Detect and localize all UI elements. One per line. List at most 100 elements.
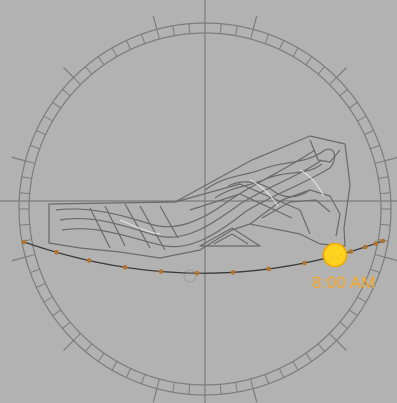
- building-ramp-inner: [189, 193, 293, 219]
- compass-tick: [235, 25, 238, 36]
- compass-spoke: [252, 388, 258, 403]
- compass-tick: [62, 321, 71, 329]
- compass-spoke: [384, 256, 397, 262]
- building-triangle: [199, 227, 261, 247]
- building-wave-1: [204, 148, 336, 191]
- hour-marker-dot: [348, 249, 354, 254]
- compass-spoke: [63, 340, 74, 351]
- compass-tick: [374, 160, 385, 164]
- compass-tick: [357, 296, 367, 303]
- building-ramp: [174, 183, 311, 235]
- building-triangle-inner: [213, 233, 249, 245]
- compass-degree-spokes: [11, 15, 397, 403]
- building-highlight-3: [119, 219, 161, 235]
- compass-tick: [380, 223, 391, 226]
- compass-tick: [85, 343, 93, 352]
- compass-tick: [264, 374, 270, 384]
- compass-tick: [25, 254, 36, 258]
- compass-tick: [111, 361, 118, 371]
- compass-spoke: [336, 340, 347, 351]
- compass-tick: [156, 29, 160, 40]
- compass-tick: [364, 282, 374, 289]
- compass-tick: [292, 361, 299, 371]
- hour-marker-dot: [21, 239, 27, 245]
- compass-tick: [25, 160, 36, 164]
- compass-tick: [374, 254, 385, 258]
- building-stripe-1: [89, 207, 111, 249]
- hour-marker-dot: [230, 270, 236, 275]
- sun-icon[interactable]: [322, 242, 348, 268]
- compass-tick: [317, 66, 325, 75]
- hour-marker-dot: [54, 250, 59, 255]
- compass-tick: [140, 34, 146, 44]
- compass-tick: [329, 333, 337, 341]
- compass-spoke: [11, 256, 26, 262]
- hour-marker-dot: [266, 266, 272, 272]
- compass-tick: [19, 192, 30, 195]
- compass-spoke: [11, 156, 26, 162]
- compass-ticks: [19, 23, 391, 395]
- compass-tick: [52, 101, 62, 109]
- compass-tick: [380, 192, 391, 195]
- compass-spoke: [63, 67, 74, 78]
- compass-spoke: [384, 156, 397, 162]
- hour-marker-dot: [86, 258, 92, 263]
- compass-spoke: [336, 67, 347, 78]
- compass-tick: [188, 23, 191, 34]
- compass-spoke: [252, 15, 258, 30]
- compass-tick: [292, 47, 299, 57]
- compass-tick: [329, 77, 337, 85]
- hour-marker-dot: [373, 241, 379, 246]
- compass-tick: [188, 384, 191, 395]
- compass-tick: [62, 89, 71, 97]
- compass-tick: [21, 176, 32, 179]
- building-model: [48, 135, 351, 259]
- compass-tick: [172, 382, 175, 393]
- hour-marker-dot: [302, 260, 307, 266]
- compass-spoke: [152, 15, 158, 30]
- building-wave-2: [214, 163, 323, 199]
- compass-tick: [235, 382, 238, 393]
- compass-tick: [219, 23, 222, 34]
- compass-tick: [305, 352, 313, 362]
- building-roof-contour-2: [59, 159, 323, 238]
- compass-tick: [348, 309, 358, 317]
- compass-tick: [30, 268, 40, 274]
- building-stripe-2: [104, 205, 126, 247]
- compass-tick: [125, 368, 132, 378]
- compass-tick: [36, 129, 46, 136]
- building-wave-3: [227, 181, 311, 198]
- compass-tick: [219, 384, 222, 395]
- hour-marker-dot: [362, 244, 368, 250]
- compass-tick: [172, 25, 175, 36]
- building-roof-contour-1: [55, 149, 316, 228]
- compass-tick: [52, 309, 62, 317]
- compass-tick: [73, 333, 81, 341]
- compass-tick: [357, 115, 367, 122]
- compass-tick: [339, 321, 348, 329]
- compass-tick: [250, 378, 254, 389]
- compass-tick: [97, 352, 105, 362]
- compass-tick: [378, 176, 389, 179]
- compass-tick: [370, 268, 380, 274]
- compass-tick: [97, 56, 105, 66]
- compass-tick: [364, 129, 374, 136]
- compass-tick: [370, 144, 380, 150]
- building-stripe-3: [124, 203, 151, 249]
- compass-tick: [278, 368, 285, 378]
- building-highlights: [119, 169, 325, 235]
- compass-tick: [19, 223, 30, 226]
- compass-tick: [36, 282, 46, 289]
- building-stripe-4: [139, 205, 166, 251]
- compass-tick: [250, 29, 254, 40]
- compass-tick: [30, 144, 40, 150]
- compass-tick: [348, 101, 358, 109]
- compass-tick: [85, 66, 93, 75]
- hour-marker-dot: [194, 270, 200, 276]
- compass-tick: [317, 343, 325, 352]
- compass-tick: [339, 89, 348, 97]
- compass-tick: [140, 374, 146, 384]
- hour-marker-dot: [380, 238, 386, 244]
